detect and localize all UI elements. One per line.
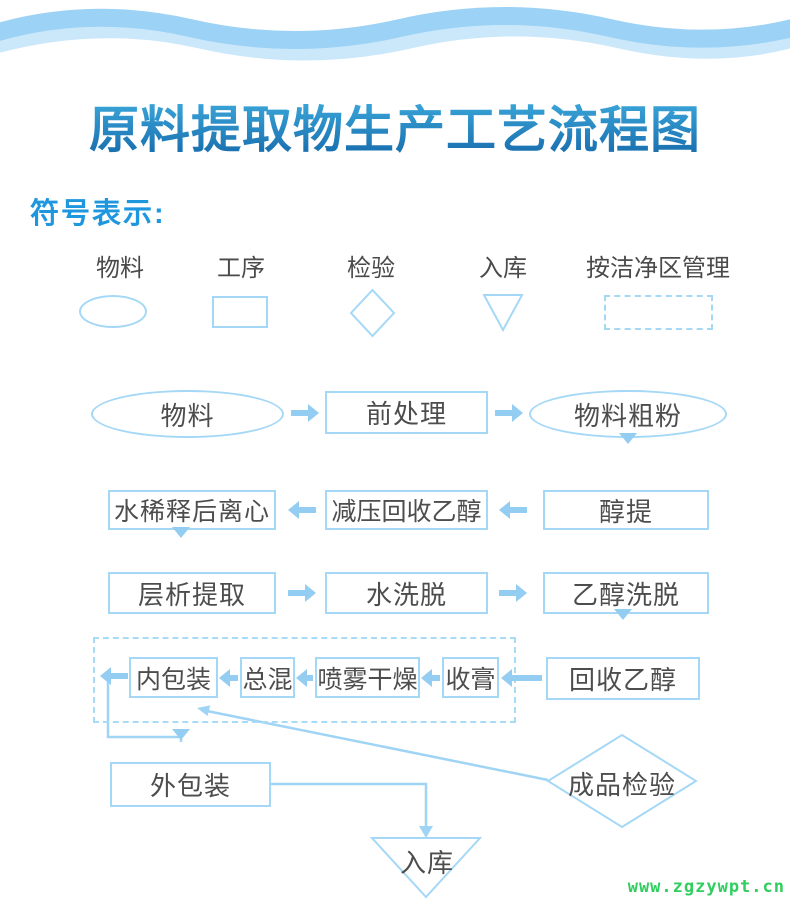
node-alcohol-extraction: 醇提: [543, 490, 709, 530]
watermark: www.zgzywpt.cn: [627, 877, 785, 897]
arrow-spray-blend: [296, 669, 313, 687]
legend-triangle-icon: [482, 293, 524, 337]
arrow-vacuum-dilute: [288, 501, 316, 519]
node-coarse-powder: 物料粗粉: [529, 390, 727, 438]
legend-label-inspection: 检验: [347, 255, 395, 282]
arrow-pretreat-coarse: [495, 404, 523, 422]
node-inner-packaging: 内包装: [129, 657, 218, 698]
node-total-blending: 总混: [240, 657, 295, 698]
node-product-inspection-label: 成品检验: [567, 770, 677, 800]
node-ethanol-elution: 乙醇洗脱: [543, 572, 709, 614]
legend-dashed-rect-icon: [604, 295, 713, 330]
arrow-chroma-waterelute: [288, 584, 316, 602]
legend-label-clean-area: 按洁净区管理: [586, 255, 730, 282]
node-vacuum-recover-ethanol: 减压回收乙醇: [325, 490, 488, 530]
page-title: 原料提取物生产工艺流程图: [0, 90, 790, 162]
arrow-recover-paste: [501, 669, 542, 687]
node-chromatography-extraction: 层析提取: [108, 572, 276, 614]
legend-ellipse-icon: [79, 295, 147, 328]
wave-main-ribbon: [0, 7, 790, 49]
legend-title: 符号表示:: [30, 198, 166, 230]
legend-diamond-icon: [349, 288, 396, 343]
node-material: 物料: [91, 390, 284, 438]
arrow-material-pretreat: [291, 404, 319, 422]
arrow-blend-innerpack: [219, 669, 238, 687]
legend-label-process: 工序: [217, 255, 265, 282]
legend-label-material: 物料: [96, 255, 144, 282]
arrowhead-storage: [419, 826, 433, 838]
arrow-waterelute-ethanolelute: [499, 584, 527, 602]
legend-rectangle-icon: [212, 296, 268, 328]
wave-light-ribbon: [0, 19, 790, 61]
legend-label-storage: 入库: [479, 255, 527, 282]
arrow-paste-spray: [421, 669, 440, 687]
arrow-innerpack-exit: [100, 667, 128, 685]
connector-outerpack-storage: [271, 782, 428, 827]
arrow-alcohol-vacuum: [499, 501, 527, 519]
node-pretreatment: 前处理: [325, 391, 488, 434]
node-water-elution: 水洗脱: [325, 572, 488, 614]
node-recover-ethanol: 回收乙醇: [546, 657, 700, 700]
header-wave-decoration: [0, 0, 790, 75]
node-dilute-centrifuge: 水稀释后离心: [108, 490, 276, 530]
node-outer-packaging: 外包装: [110, 762, 271, 807]
node-spray-drying: 喷雾干燥: [315, 657, 420, 698]
node-collect-paste: 收膏: [442, 657, 499, 698]
node-storage-label: 入库: [399, 848, 455, 878]
